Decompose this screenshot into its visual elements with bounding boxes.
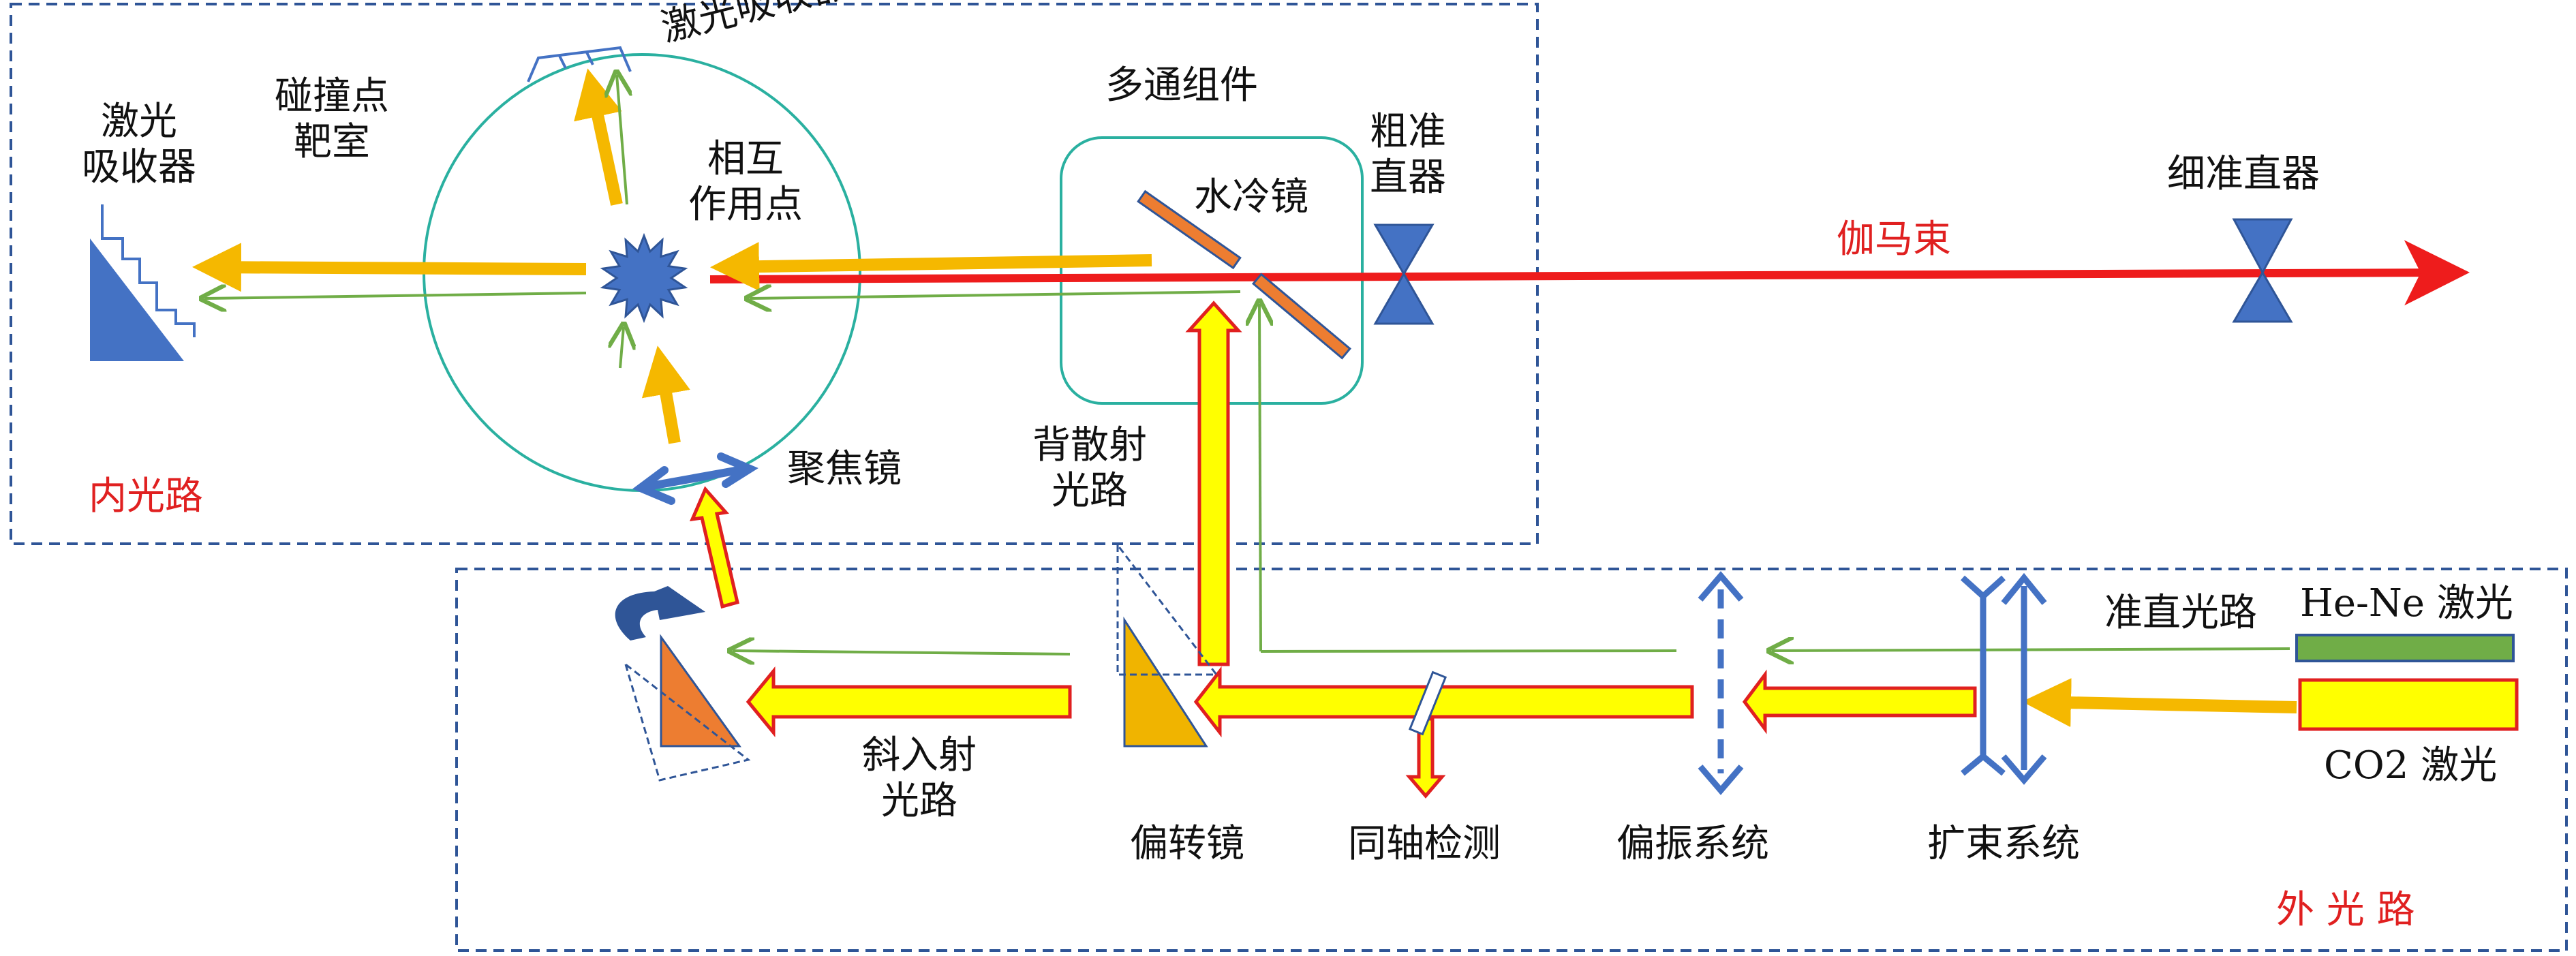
co2-laser-label: CO2 激光	[2324, 743, 2498, 788]
outer-path-box	[455, 568, 2568, 952]
gamma-beam-line	[709, 240, 2470, 306]
oblique-mirror-outline	[624, 661, 751, 782]
arrow-oblique-up	[689, 486, 739, 609]
laser-absorber-left-icon	[90, 204, 196, 361]
focusing-mirror-icon	[632, 452, 758, 505]
backscatter-path-label: 背散射 光路	[1032, 423, 1147, 514]
co2-laser-bar	[2298, 678, 2519, 731]
beam-expansion-system-label: 扩束系统	[1927, 822, 2080, 866]
polarization-system-label: 偏振系统	[1616, 822, 1769, 866]
collimation-path-label: 准直光路	[2104, 591, 2257, 635]
laser-to-absorber-top-arrow	[574, 68, 623, 206]
he-ne-laser-label: He-Ne 激光	[2300, 581, 2513, 626]
arrow-polarizer-to-deflector	[1193, 666, 1694, 738]
multipass-module-label: 多通组件	[1105, 63, 1258, 108]
coarse-collimator-label: 粗准 直器	[1370, 110, 1446, 200]
gamma-beam-label: 伽马束	[1837, 217, 1951, 262]
green-beam-lines	[204, 75, 2290, 654]
coarse-collimator-icon	[1373, 223, 1435, 325]
coaxial-detection-label: 同轴检测	[1348, 822, 1501, 866]
co2-to-expander-arrow	[2022, 678, 2297, 728]
laser-to-interaction-arrow	[710, 242, 1152, 292]
block-arrows	[689, 300, 1977, 799]
inner-path-label: 内光路	[89, 474, 203, 519]
focusing-mirror-label: 聚焦镜	[787, 447, 902, 491]
water-cooled-mirror-2	[1251, 273, 1352, 360]
laser-absorber-top-icon	[527, 46, 632, 82]
arrow-backscatter-up	[1185, 300, 1242, 666]
coaxial-beam-splitter	[1408, 670, 1447, 736]
polarization-system-icon	[1698, 571, 1744, 795]
fine-collimator-icon	[2232, 218, 2293, 323]
water-cooled-mirror-label: 水冷镜	[1194, 175, 1308, 219]
deflection-mirror-prism	[1123, 616, 1208, 747]
oblique-mirror-prism	[660, 634, 741, 747]
interaction-point-starburst-icon	[600, 232, 688, 324]
laser-to-absorber-left-arrow	[192, 243, 587, 292]
fine-collimator-label: 细准直器	[2167, 152, 2320, 196]
laser-absorber-left-label: 激光 吸收器	[82, 99, 196, 190]
deflection-mirror-rotation-outline	[1116, 544, 1219, 676]
deflection-mirror-label: 偏转镜	[1130, 822, 1244, 866]
oblique-path-label: 斜入射 光路	[862, 733, 977, 824]
interaction-point-label: 相互 作用点	[688, 137, 803, 228]
water-cooled-mirror-1	[1137, 189, 1242, 270]
laser-from-focus-arrow	[641, 345, 690, 444]
rotation-arrow-icon	[615, 586, 705, 641]
outer-path-label: 外 光 路	[2276, 888, 2415, 932]
collision-chamber-label: 碰撞点 靶室	[275, 74, 389, 165]
arrow-co2-to-polarizer	[1742, 669, 1977, 735]
arrow-coaxial-down	[1405, 717, 1446, 799]
he-ne-laser-bar	[2295, 634, 2515, 662]
beam-expansion-system-icon	[1960, 572, 2047, 785]
arrow-deflector-to-oblique	[746, 666, 1072, 737]
